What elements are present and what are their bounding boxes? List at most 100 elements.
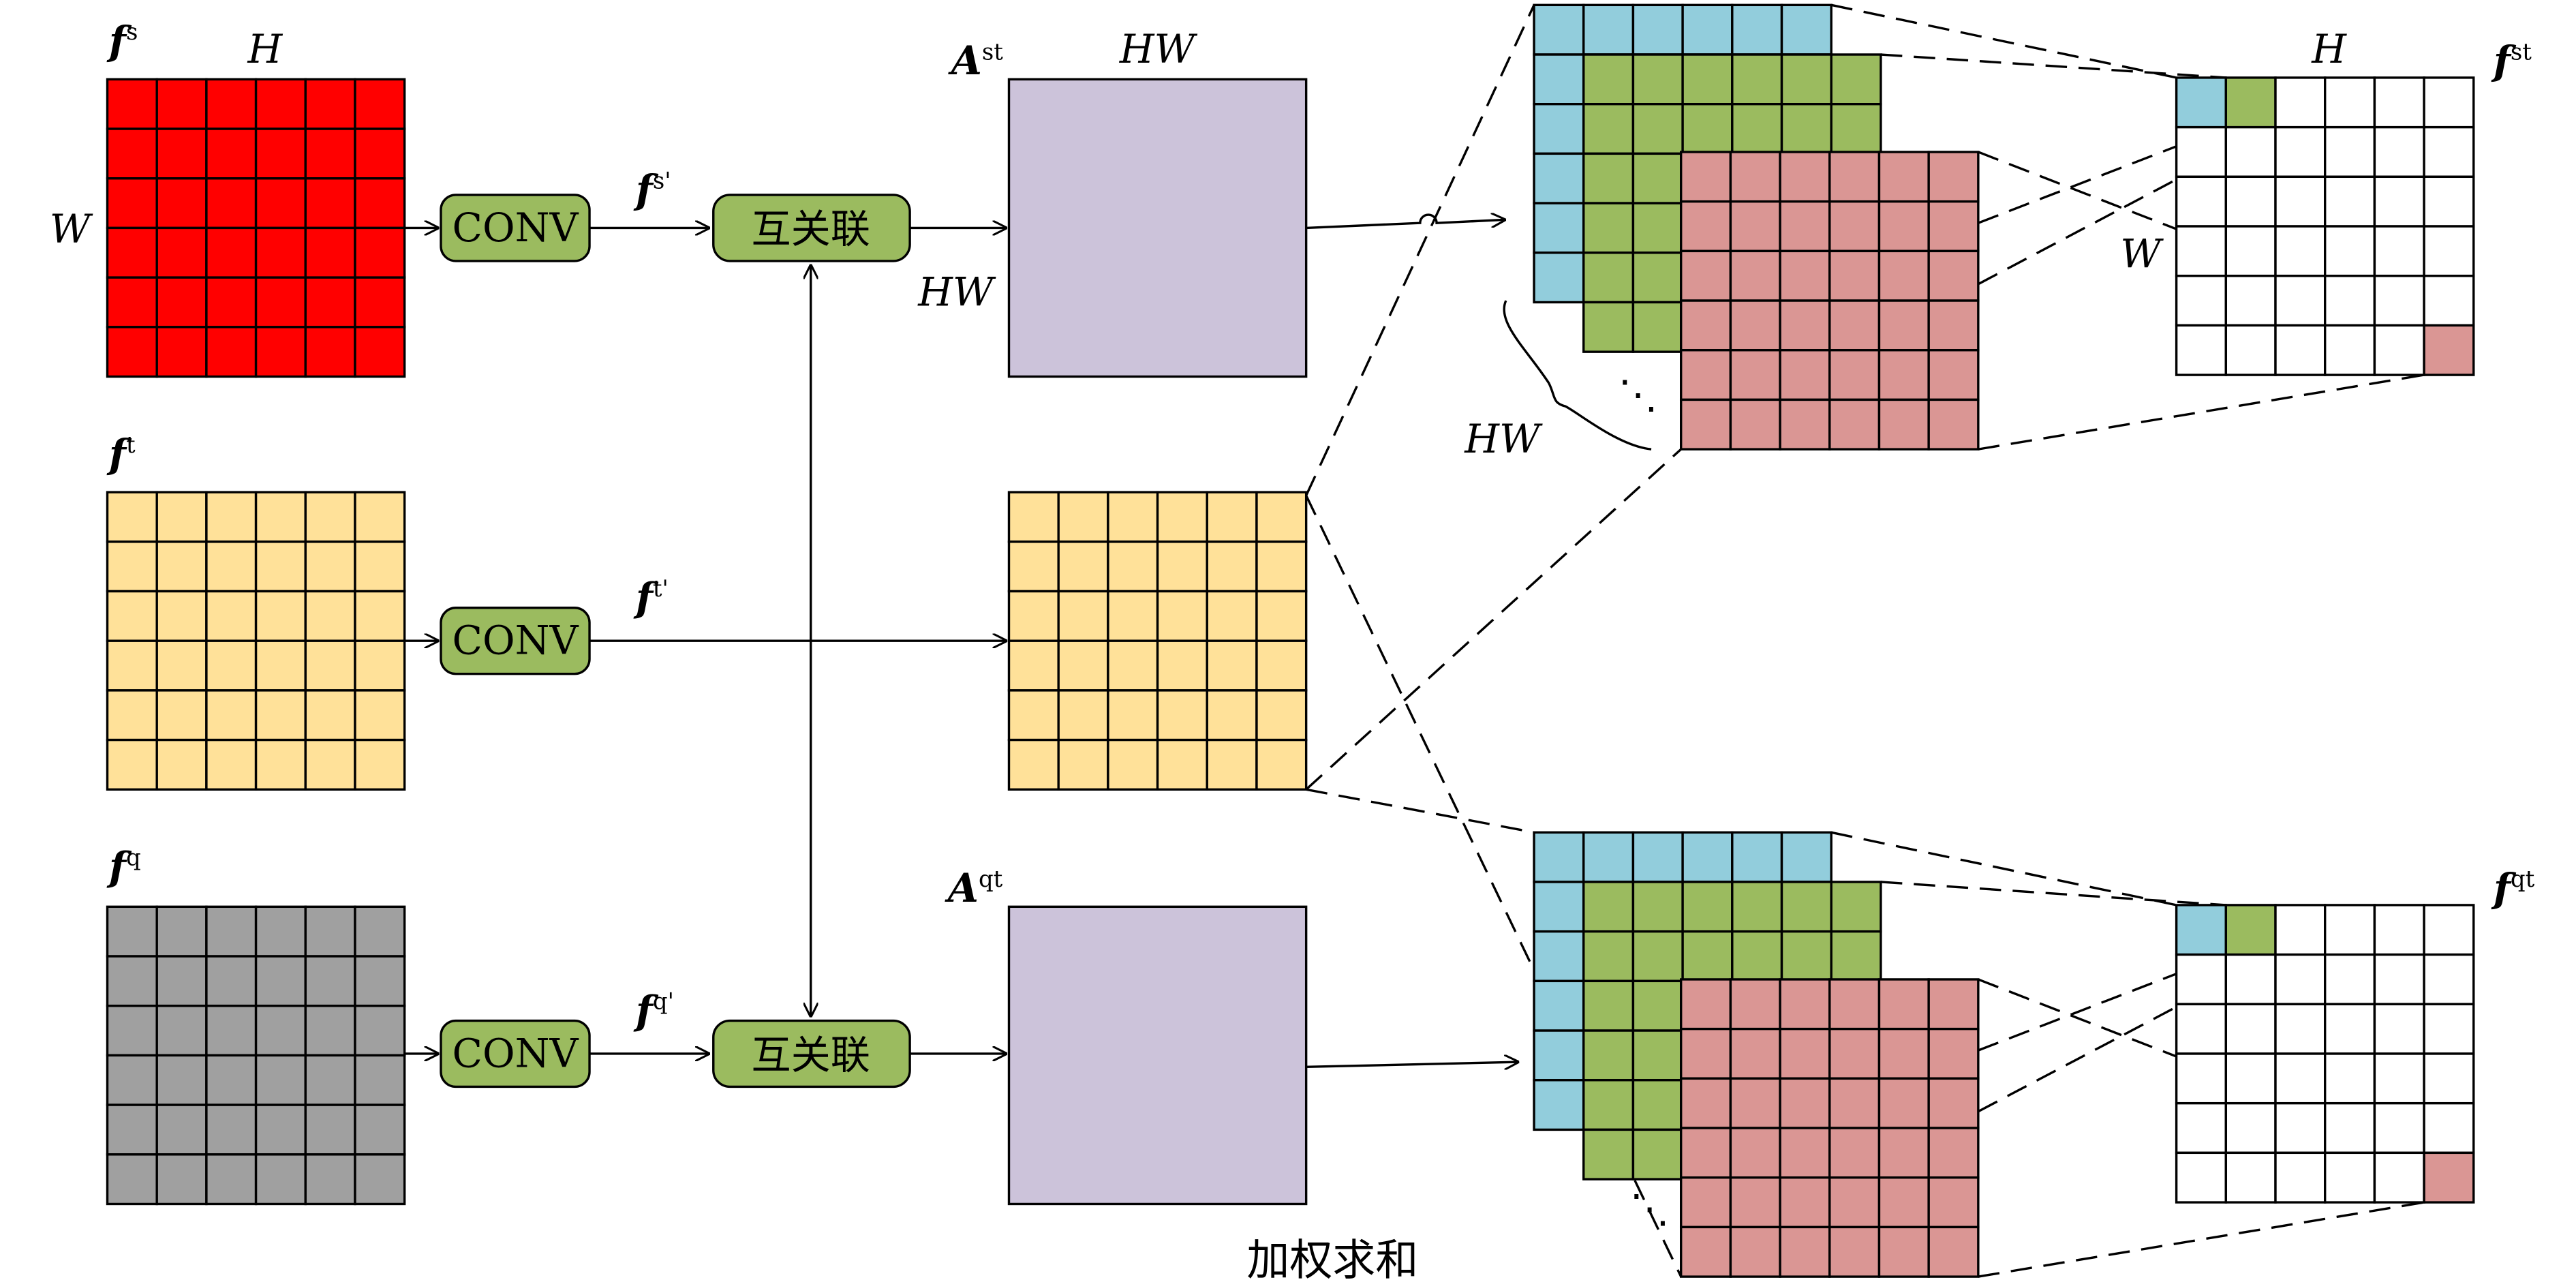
conv-box-q: CONV bbox=[440, 1019, 591, 1088]
grid-cell bbox=[155, 276, 208, 329]
grid-cell bbox=[2323, 1052, 2376, 1105]
projected-support-label: fs' bbox=[633, 166, 671, 213]
support-height-label: H bbox=[247, 26, 283, 72]
grid-cell bbox=[1255, 540, 1308, 593]
grid-cell bbox=[2373, 76, 2425, 129]
grid-cell bbox=[205, 326, 258, 378]
stack-cell-pink bbox=[1877, 1077, 1930, 1129]
stack-cell-green bbox=[1830, 930, 1882, 983]
stack-cell-pink bbox=[1828, 1176, 1881, 1229]
grid-cell bbox=[2224, 76, 2277, 129]
stack-cell-green bbox=[1631, 301, 1684, 353]
grid-cell bbox=[1255, 639, 1308, 692]
grid-cell bbox=[2175, 275, 2228, 327]
grid-cell bbox=[354, 905, 406, 958]
grid-cell bbox=[1057, 689, 1109, 742]
stack-cell-green bbox=[1681, 53, 1734, 106]
grid-cell bbox=[304, 689, 356, 742]
conv-box-s: CONV bbox=[440, 194, 591, 262]
stack-cell-blue bbox=[1681, 3, 1734, 56]
stack-cell-pink bbox=[1679, 200, 1732, 253]
grid-cell bbox=[205, 738, 258, 791]
grid-cell bbox=[106, 540, 158, 593]
attention-st-label: Ast bbox=[948, 37, 1004, 84]
grid-cell bbox=[106, 276, 158, 329]
grid-cell bbox=[354, 689, 406, 742]
stack-cell-pink bbox=[1679, 1027, 1732, 1080]
output-st-height-label: H bbox=[2311, 26, 2347, 72]
grid-cell bbox=[304, 955, 356, 1007]
grid-cell bbox=[354, 1103, 406, 1156]
grid-cell bbox=[304, 1005, 356, 1057]
grid-cell bbox=[254, 177, 307, 230]
stack-cell-pink bbox=[1779, 398, 1831, 451]
stack-cell-blue bbox=[1533, 53, 1585, 106]
grid-cell bbox=[1206, 738, 1258, 791]
grid-cell bbox=[304, 326, 356, 378]
grid-cell bbox=[106, 127, 158, 180]
output-st-label: fst bbox=[2491, 37, 2532, 84]
grid-cell bbox=[1255, 491, 1308, 543]
stack-cell-green bbox=[1830, 103, 1882, 155]
correlation-output-arrows bbox=[910, 228, 1008, 1054]
grid-cell bbox=[2224, 904, 2277, 956]
stack-cell-pink bbox=[1927, 1127, 1980, 1179]
weighted-feature-stack-qt bbox=[1533, 831, 1980, 1278]
grid-cell bbox=[254, 689, 307, 742]
grid-cell bbox=[1206, 639, 1258, 692]
stack-cell-blue bbox=[1533, 152, 1585, 204]
grid-cell bbox=[1107, 590, 1159, 642]
stack-cell-pink bbox=[1927, 1027, 1980, 1080]
grid-cell bbox=[2423, 275, 2475, 327]
grid-cell bbox=[2224, 1151, 2277, 1204]
grid-cell bbox=[1057, 639, 1109, 692]
stack-cell-pink bbox=[1779, 200, 1831, 253]
projected-query-label: fq' bbox=[633, 986, 674, 1033]
grid-cell bbox=[2373, 1052, 2425, 1105]
grid-cell bbox=[1107, 540, 1159, 593]
grid-cell bbox=[2175, 904, 2228, 956]
grid-cell bbox=[106, 491, 158, 543]
grid-cell bbox=[2224, 275, 2277, 327]
grid-cell bbox=[1007, 590, 1060, 642]
query-feature-grid bbox=[106, 905, 406, 1206]
stack-cell-green bbox=[1582, 1128, 1635, 1180]
grid-cell bbox=[2323, 76, 2376, 129]
grid-cell bbox=[304, 1054, 356, 1106]
grid-cell bbox=[1206, 540, 1258, 593]
grid-cell bbox=[304, 276, 356, 329]
conv-label: CONV bbox=[452, 618, 579, 664]
stack-cell-pink bbox=[1828, 978, 1881, 1031]
stack-cell-green bbox=[1631, 103, 1684, 155]
stack-cell-pink bbox=[1828, 249, 1881, 302]
grid-cell bbox=[1107, 491, 1159, 543]
grid-cell bbox=[2423, 1101, 2475, 1155]
grid-cell bbox=[1156, 689, 1208, 742]
grid-cell bbox=[2274, 904, 2327, 956]
grid-cell bbox=[2373, 324, 2425, 376]
grid-cell bbox=[2423, 1151, 2475, 1204]
conv-box-t: CONV bbox=[440, 607, 591, 675]
stack-cell-pink bbox=[1877, 349, 1930, 401]
stack-cell-pink bbox=[1828, 299, 1881, 352]
grid-cell bbox=[254, 955, 307, 1007]
stack-cell-pink bbox=[1679, 249, 1732, 302]
grid-cell bbox=[1156, 590, 1208, 642]
stack-cell-blue bbox=[1533, 3, 1585, 56]
grid-cell bbox=[2423, 175, 2475, 228]
grid-cell bbox=[2373, 1151, 2425, 1204]
stack-cell-pink bbox=[1877, 1027, 1930, 1080]
grid-cell bbox=[155, 590, 208, 642]
stack-cell-green bbox=[1582, 252, 1635, 304]
grid-cell bbox=[2175, 225, 2228, 277]
grid-cell bbox=[155, 226, 208, 279]
weighted-sum-caption: 加权求和 bbox=[1246, 1236, 1418, 1280]
stack-cell-blue bbox=[1533, 881, 1585, 933]
projected-target-grid bbox=[1007, 491, 1308, 791]
stack-cell-blue bbox=[1533, 831, 1585, 883]
stack-cell-green bbox=[1681, 881, 1734, 933]
grid-cell bbox=[106, 955, 158, 1007]
grid-cell bbox=[354, 226, 406, 279]
grid-cell bbox=[155, 540, 208, 593]
grid-cell bbox=[1057, 738, 1109, 791]
